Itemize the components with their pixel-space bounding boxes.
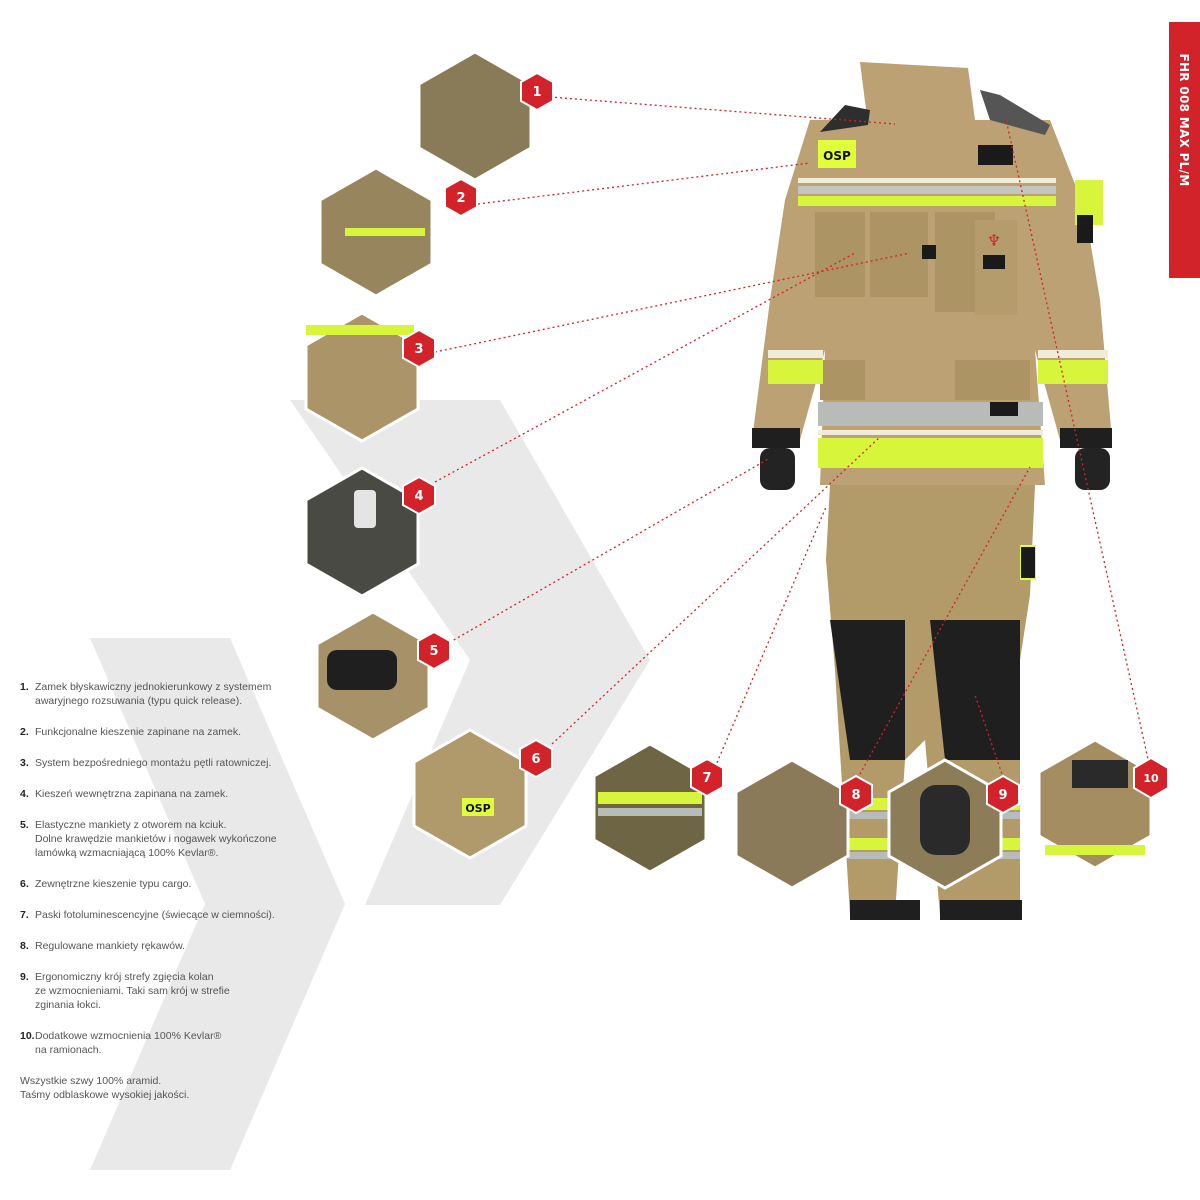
callout-badge-5[interactable]: 5 [417,630,451,671]
legend-text: Zewnętrzne kieszenie typu cargo. [35,878,192,890]
svg-text:2: 2 [456,191,465,206]
knee-reinforcement-right [930,620,1020,760]
legend-number: 1. [20,681,29,693]
svg-text:4: 4 [414,489,423,504]
legend-item: 10. Dodatkowe wzmocnienia 100% Kevlar® n… [20,1029,340,1057]
legend-number: 7. [20,909,29,921]
chest-reflective-stripe [798,196,1056,206]
osp-patch [818,140,856,168]
detail-photo-1 [417,50,533,182]
callout-badge-1[interactable]: 1 [520,71,554,112]
legend-number: 9. [20,971,29,983]
legend-text: Regulowane mankiety rękawów. [35,940,185,952]
svg-text:OSP: OSP [823,149,851,163]
detail-photos [304,50,1153,890]
svg-text:OSP: OSP [465,802,490,815]
callout-badge-10[interactable]: 10 [1133,756,1169,800]
callout-badges: 1 2 3 4 5 6 7 8 [402,71,1169,815]
legend-text: System bezpośredniego montażu pętli rato… [35,757,272,769]
footnote: Wszystkie szwy 100% aramid. Taśmy odblas… [20,1075,190,1101]
legend-number: 4. [20,788,29,800]
legend-item: 8. Regulowane mankiety rękawów. [20,939,340,953]
svg-text:3: 3 [414,342,423,357]
knee-reinforcement-left [830,620,905,760]
legend-text: Elastyczne mankiety z otworem na kciuk. … [35,819,277,859]
jacket: OSP ♆ [752,62,1112,490]
legend-text: Dodatkowe wzmocnienia 100% Kevlar® na ra… [35,1030,222,1056]
legend-text: Funkcjonalne kieszenie zapinane na zamek… [35,726,242,738]
svg-text:7: 7 [702,771,711,786]
callout-badge-8[interactable]: 8 [839,774,873,815]
legend-item: 4. Kieszeń wewnętrzna zapinana na zamek. [20,787,340,801]
connector-lines [434,96,1151,784]
legend-number: 3. [20,757,29,769]
legend-item: 5. Elastyczne mankiety z otworem na kciu… [20,818,340,860]
callout-badge-6[interactable]: 6 [519,738,553,779]
chest-pocket-left [815,212,865,297]
svg-text:6: 6 [531,752,540,767]
svg-text:♆: ♆ [987,231,1001,250]
product-tab-label: FHR 008 MAX PL/M [1177,53,1191,187]
legend-number: 10. [20,1030,35,1042]
chest-pocket-center [870,212,928,297]
right-cuff [1075,448,1110,490]
jacket-collar [860,62,975,125]
legend-item: 9. Ergonomiczny krój strefy zgięcia kola… [20,970,340,1012]
callout-badge-4[interactable]: 4 [402,475,436,516]
legend-text: Kieszeń wewnętrzna zapinana na zamek. [35,788,229,800]
legend-number: 5. [20,819,29,831]
detail-photo-8 [734,758,850,890]
legend-item: 7. Paski fotoluminescencyjne (świecące w… [20,908,340,922]
legend-item: 1. Zamek błyskawiczny jednokierunkowy z … [20,680,340,708]
callout-badge-9[interactable]: 9 [986,774,1020,815]
legend-number: 8. [20,940,29,952]
callout-badge-3[interactable]: 3 [402,328,436,369]
callout-badge-7[interactable]: 7 [690,757,724,798]
svg-text:10: 10 [1143,772,1159,785]
left-cuff [760,448,795,490]
legend-text: Zamek błyskawiczny jednokierunkowy z sys… [35,681,272,707]
feature-legend: 1. Zamek błyskawiczny jednokierunkowy z … [20,680,340,1102]
legend-item: 6. Zewnętrzne kieszenie typu cargo. [20,877,340,891]
svg-text:1: 1 [532,85,541,100]
legend-item: 2. Funkcjonalne kieszenie zapinane na za… [20,725,340,739]
svg-text:8: 8 [851,788,860,803]
svg-text:5: 5 [429,644,438,659]
legend-number: 2. [20,726,29,738]
product-tab [1169,22,1200,278]
legend-item: 3. System bezpośredniego montażu pętli r… [20,756,340,770]
svg-text:9: 9 [998,788,1007,803]
callout-badge-2[interactable]: 2 [444,177,478,218]
legend-number: 6. [20,878,29,890]
legend-text: Ergonomiczny krój strefy zgięcia kolan z… [35,971,230,1011]
legend-text: Paski fotoluminescencyjne (świecące w ci… [35,909,275,921]
hem-reflective-stripe [818,438,1043,468]
